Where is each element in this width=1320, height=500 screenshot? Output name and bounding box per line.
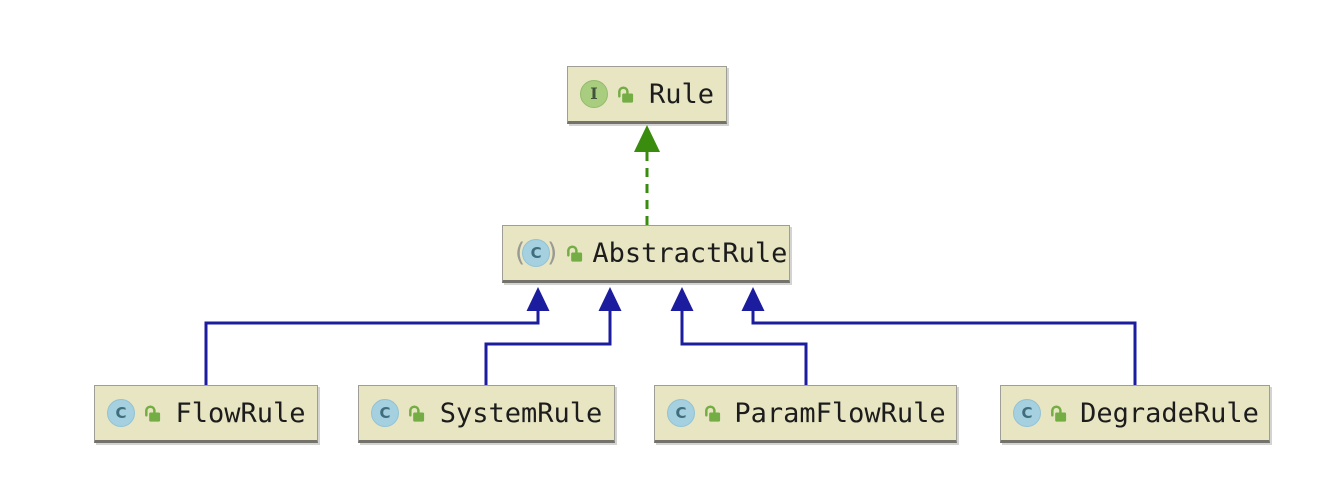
node-label: ParamFlowRule — [734, 397, 946, 429]
class-icon: C — [1013, 399, 1041, 427]
class-icon: C — [667, 399, 695, 427]
edge-extends-paramflowrule-abstractrule — [670, 287, 808, 385]
class-icon: C — [107, 399, 135, 427]
node-label: DegradeRule — [1080, 397, 1259, 429]
class-icon: C — [371, 399, 399, 427]
open-lock-icon — [703, 403, 722, 424]
open-lock-icon — [143, 403, 162, 424]
abstract-paren-open: ( — [515, 238, 526, 268]
node-label: Rule — [648, 78, 715, 110]
open-lock-icon — [616, 84, 635, 105]
abstract-class-icon: ( C ) — [515, 239, 557, 267]
edge-extends-flowrule-abstractrule — [204, 287, 550, 385]
node-paramflowrule[interactable]: C ParamFlowRule — [654, 385, 957, 443]
extends-arrowhead — [670, 287, 694, 311]
open-lock-icon — [1049, 403, 1068, 424]
edge-extends-degraderule-abstractrule — [741, 287, 1137, 385]
abstract-paren-close: ) — [547, 238, 558, 268]
class-icon-letter: C — [115, 403, 127, 422]
interface-icon-letter: I — [590, 84, 598, 103]
extends-arrowhead — [526, 287, 550, 311]
edge-implements-abstractrule-rule — [634, 125, 660, 225]
extends-arrowhead — [598, 287, 622, 311]
node-abstractrule[interactable]: ( C ) AbstractRule — [502, 225, 790, 283]
node-degraderule[interactable]: C DegradeRule — [1000, 385, 1270, 443]
class-icon-letter: C — [675, 403, 687, 422]
node-systemrule[interactable]: C SystemRule — [358, 385, 615, 443]
node-label: FlowRule — [175, 397, 306, 429]
node-flowrule[interactable]: C FlowRule — [94, 385, 318, 443]
interface-icon: I — [580, 80, 608, 108]
class-icon-letter: C — [1021, 403, 1033, 422]
implements-arrowhead — [634, 125, 660, 152]
edge-extends-systemrule-abstractrule — [484, 287, 622, 385]
class-icon-letter: C — [530, 243, 542, 262]
node-rule[interactable]: I Rule — [567, 66, 727, 124]
open-lock-icon — [565, 243, 584, 264]
node-label: AbstractRule — [592, 237, 788, 269]
open-lock-icon — [407, 403, 426, 424]
node-label: SystemRule — [439, 397, 603, 429]
class-icon: C — [522, 239, 551, 267]
class-icon-letter: C — [379, 403, 391, 422]
extends-arrowhead — [741, 287, 765, 311]
